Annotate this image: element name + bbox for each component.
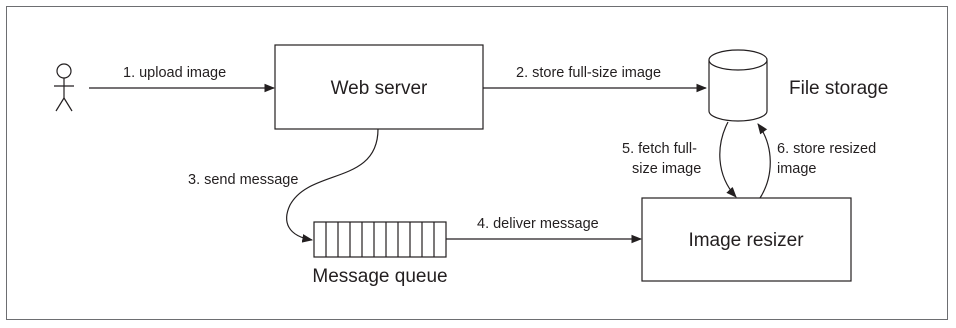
user-icon (54, 63, 74, 112)
fetch-full-arrow (719, 121, 737, 198)
image-resizer-box (641, 197, 852, 282)
send-message-label: 3. send message (188, 172, 298, 188)
web-server-label: Web server (331, 78, 428, 99)
image-resizer-label: Image resizer (688, 230, 804, 251)
message-queue-icon (313, 221, 447, 258)
store-full-label: 2. store full-size image (516, 65, 661, 81)
diagram-frame (6, 6, 948, 320)
deliver-label: 4. deliver message (477, 216, 599, 232)
store-resized-label-line2: image (777, 161, 817, 177)
fetch-label-line1: 5. fetch full- (622, 141, 697, 157)
send-message-arrow (286, 128, 379, 243)
file-storage-cylinder-icon (708, 49, 768, 122)
message-queue-label: Message queue (312, 266, 447, 287)
store-resized-arrow (757, 123, 771, 199)
web-server-box (274, 44, 484, 130)
upload-label: 1. upload image (123, 65, 226, 81)
store-resized-label-line1: 6. store resized (777, 141, 876, 157)
fetch-label-line2: size image (632, 161, 701, 177)
file-storage-label: File storage (789, 78, 888, 99)
